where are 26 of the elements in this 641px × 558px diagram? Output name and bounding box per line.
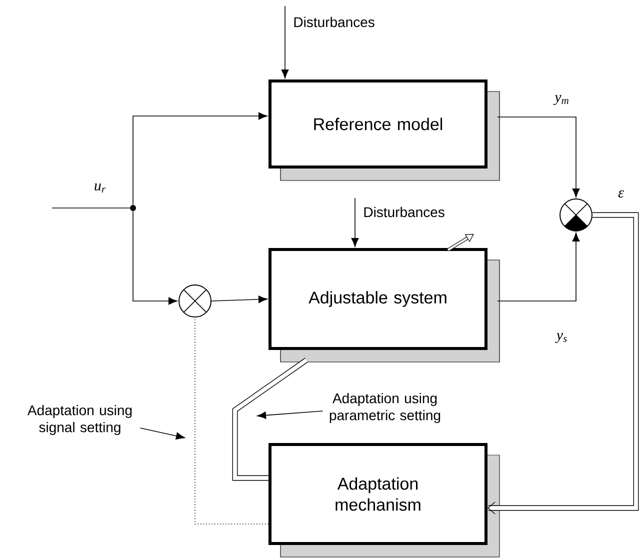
annotation-text: Adaptation using parametric setting (330, 392, 440, 424)
block-box: Adaptation mechanism (268, 443, 500, 558)
summing-junction (178, 284, 212, 318)
arrow (497, 232, 580, 302)
annotation-text: Adaptation using signal setting (28, 404, 132, 436)
signal-label: y$_{m}$ (553, 94, 570, 106)
signal-label: ε (617, 189, 625, 199)
arrow (132, 112, 268, 206)
input-label: Disturbances (364, 206, 444, 218)
leader-line (140, 428, 185, 440)
block-box: Reference model (268, 80, 500, 181)
arrow (211, 296, 268, 304)
signal-line (194, 317, 269, 524)
arrow (497, 116, 580, 198)
comparator-junction (560, 198, 592, 232)
leader-line (257, 410, 324, 419)
arrow (488, 212, 639, 514)
signal-label: y$_{s}$ (555, 332, 569, 344)
branch-point (130, 205, 136, 211)
arrow (132, 210, 178, 305)
block-box: Adjustable system (268, 248, 500, 362)
signal-line (232, 358, 308, 481)
input-label: Disturbances (294, 16, 374, 28)
signal-label: u$_{r}$ (92, 182, 108, 194)
arrow (351, 198, 359, 247)
arrow (281, 6, 289, 78)
